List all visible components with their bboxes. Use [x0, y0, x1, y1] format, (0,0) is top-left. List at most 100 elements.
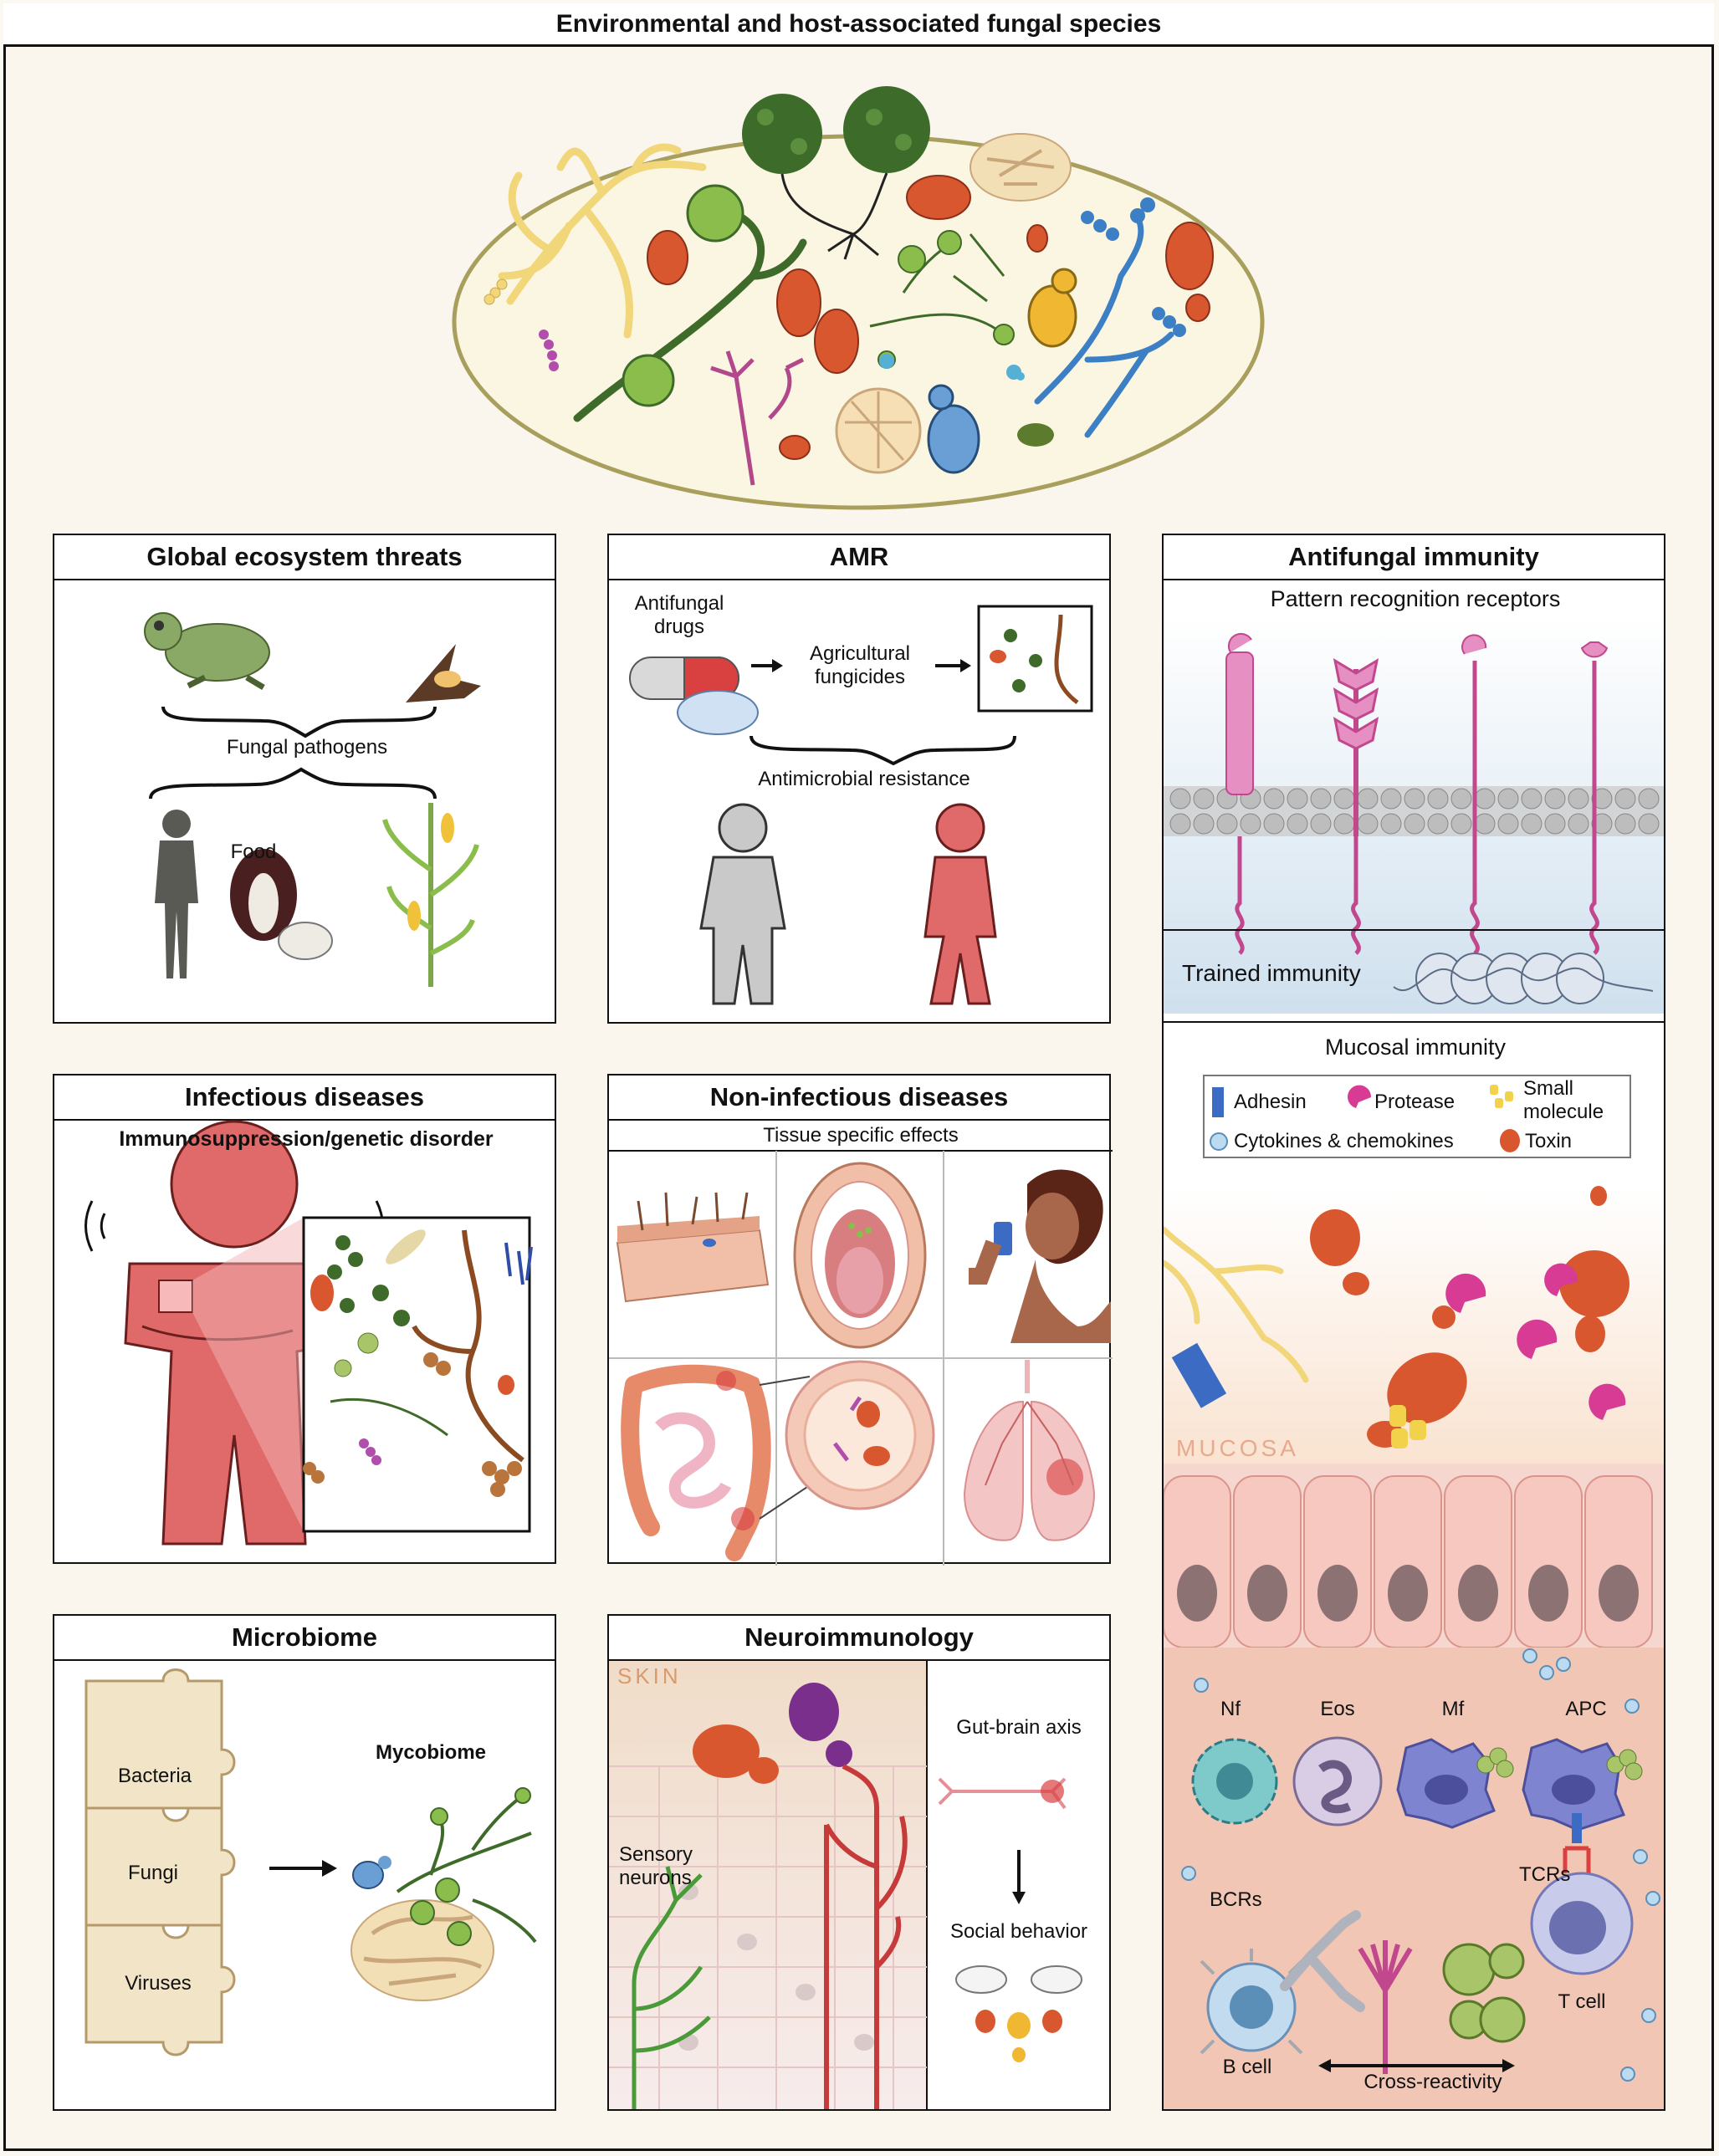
- bcr-antibody-icon: [1280, 1910, 1365, 2012]
- healthy-person-icon: [699, 803, 786, 1005]
- panel-title-infectious: Infectious diseases: [54, 1075, 555, 1121]
- sensory-neuron-icon: [632, 1866, 711, 2109]
- legend-adhesin: Adhesin: [1234, 1091, 1307, 1113]
- panel-title-immunity: Antifungal immunity: [1164, 535, 1664, 580]
- apc-icon: [1522, 1738, 1643, 1832]
- panel-title-microbiome: Microbiome: [54, 1616, 555, 1661]
- cow-icon: [230, 849, 333, 960]
- legend-small-molecule: Small molecule: [1523, 1077, 1604, 1123]
- tcrs-label: TCRs: [1519, 1863, 1571, 1886]
- receptor-tlr-icon: [1225, 632, 1254, 955]
- receptor-mincle-icon: [1580, 641, 1609, 955]
- human-silhouette-icon: [155, 810, 198, 978]
- epithelial-cells: [1164, 1475, 1653, 1648]
- mucosa-label: MUCOSA: [1176, 1435, 1299, 1461]
- neutrophil-icon: [1191, 1738, 1278, 1825]
- skin-fungi-icons: [693, 1683, 852, 1784]
- bacteria-label: Bacteria: [117, 1765, 192, 1787]
- fungus-antigen-icon: [1358, 1940, 1413, 2074]
- toxin-icon: [1500, 1129, 1520, 1152]
- antimicrobial-resistance-label: Antimicrobial resistance: [758, 768, 970, 790]
- mycobiome-label: Mycobiome: [375, 1741, 487, 1764]
- hyphae-icon: [1164, 1226, 1309, 1383]
- cryptococcus-icon: [969, 133, 1072, 202]
- panel-title-noninfectious: Non-infectious diseases: [609, 1075, 1109, 1121]
- mf-label: Mf: [1441, 1698, 1465, 1720]
- prr-label: Pattern recognition receptors: [1270, 586, 1561, 611]
- small-molecule-shapes: [1389, 1405, 1426, 1448]
- fungal-pathogens-label: Fungal pathogens: [226, 736, 388, 759]
- aspergillus-icon: [742, 86, 930, 260]
- agricultural-fungicides-label: Agricultural fungicides: [809, 642, 911, 688]
- skin-tissue-icon: [616, 1192, 770, 1303]
- antifungal-drug-pill-icon: [629, 657, 759, 735]
- toxin-cluster-icon: [1310, 1186, 1629, 1448]
- intestine-icon: [621, 1364, 771, 1561]
- yellow-hyphae-icon: [498, 143, 707, 339]
- macrophage-icon: [1396, 1738, 1514, 1829]
- skin-layer: [609, 1661, 927, 2109]
- pink-fungus-icon: [710, 350, 805, 486]
- fungal-species-ellipse: [452, 86, 1265, 510]
- adhesin-icon: [1212, 1087, 1224, 1117]
- noninfectious-subtitle: Tissue specific effects: [763, 1124, 959, 1147]
- sensory-neurons-label: Sensory neurons: [619, 1843, 693, 1889]
- figure-title: Environmental and host-associated fungal…: [555, 9, 1162, 38]
- antifungal-drugs-label: Antifungal drugs: [634, 592, 724, 638]
- protease-shapes: [1445, 1263, 1626, 1420]
- social-behavior-label: Social behavior: [949, 1920, 1088, 1943]
- lungs-icon: [963, 1360, 1096, 1541]
- puzzle-pieces-icon: [84, 1668, 236, 2056]
- small-molecule-icon: [1490, 1085, 1513, 1108]
- skin-label: SKIN: [617, 1663, 682, 1689]
- patient-icon: [84, 1120, 384, 1545]
- t-cell-label: T cell: [1558, 1990, 1606, 2013]
- trained-immunity-label: Trained immunity: [1182, 960, 1361, 986]
- blue-mold-icon: [1034, 214, 1174, 438]
- eosinophil-icon: [1292, 1736, 1383, 1826]
- panel-title-neuro: Neuroimmunology: [609, 1616, 1109, 1661]
- figure-header: Environmental and host-associated fungal…: [3, 3, 1714, 47]
- apc-label: APC: [1565, 1698, 1607, 1720]
- viruses-label: Viruses: [125, 1972, 192, 1995]
- mycobiome-cluster-icon: [350, 1787, 537, 2001]
- panel-title-global: Global ecosystem threats: [54, 535, 555, 580]
- epithelial-nuclei: [1177, 1565, 1639, 1622]
- frog-icon: [144, 612, 270, 691]
- yeast-cells-icon: [1442, 1943, 1526, 2043]
- gut-brain-axis-label: Gut-brain axis: [956, 1716, 1082, 1739]
- nf-label: Nf: [1220, 1698, 1241, 1720]
- eos-label: Eos: [1320, 1698, 1355, 1720]
- panel-title-amr: AMR: [609, 535, 1109, 580]
- nucleosome-chromatin-icon: [1393, 953, 1654, 1004]
- panel-global-threats: Global ecosystem threats: [53, 534, 556, 1024]
- adhesin-shape: [1171, 1342, 1227, 1408]
- cytokine-icon: [1210, 1132, 1228, 1151]
- gut-cross-section-icon: [785, 1360, 935, 1510]
- bat-icon: [406, 644, 481, 702]
- panel-neuroimmunology: Neuroimmunology: [607, 1614, 1111, 2111]
- cross-reactivity-label: Cross-reactivity: [1363, 2071, 1502, 2093]
- receptor-dectin-icon: [1461, 634, 1487, 955]
- mucosal-immunity-label: Mucosal immunity: [1324, 1035, 1507, 1060]
- legend-toxin: Toxin: [1525, 1130, 1573, 1152]
- oral-cavity-icon: [793, 1162, 927, 1349]
- mice-icon: [955, 1965, 1082, 1994]
- sick-person-icon: [923, 803, 997, 1005]
- panel-infectious: Infectious diseases: [53, 1074, 556, 1564]
- protease-icon: [1348, 1085, 1372, 1108]
- infectious-subtitle: Immunosuppression/genetic disorder: [119, 1127, 494, 1151]
- inhaler-user-icon: [969, 1169, 1111, 1343]
- b-cell-label: B cell: [1222, 2056, 1272, 2078]
- panel-noninfectious: Non-infectious diseases: [607, 1074, 1113, 1566]
- panel-amr: AMR: [607, 534, 1111, 1024]
- panel-antifungal-immunity: Antifungal immunity: [1162, 534, 1665, 2111]
- fungi-label: Fungi: [127, 1862, 179, 1884]
- bcrs-label: BCRs: [1210, 1888, 1262, 1911]
- legend-protease: Protease: [1374, 1091, 1456, 1113]
- blood-vessel-icon: [824, 1764, 908, 2109]
- corn-plant-icon: [382, 803, 479, 987]
- fungal-infection-icons: [303, 1229, 533, 1497]
- food-label: Food: [230, 840, 277, 863]
